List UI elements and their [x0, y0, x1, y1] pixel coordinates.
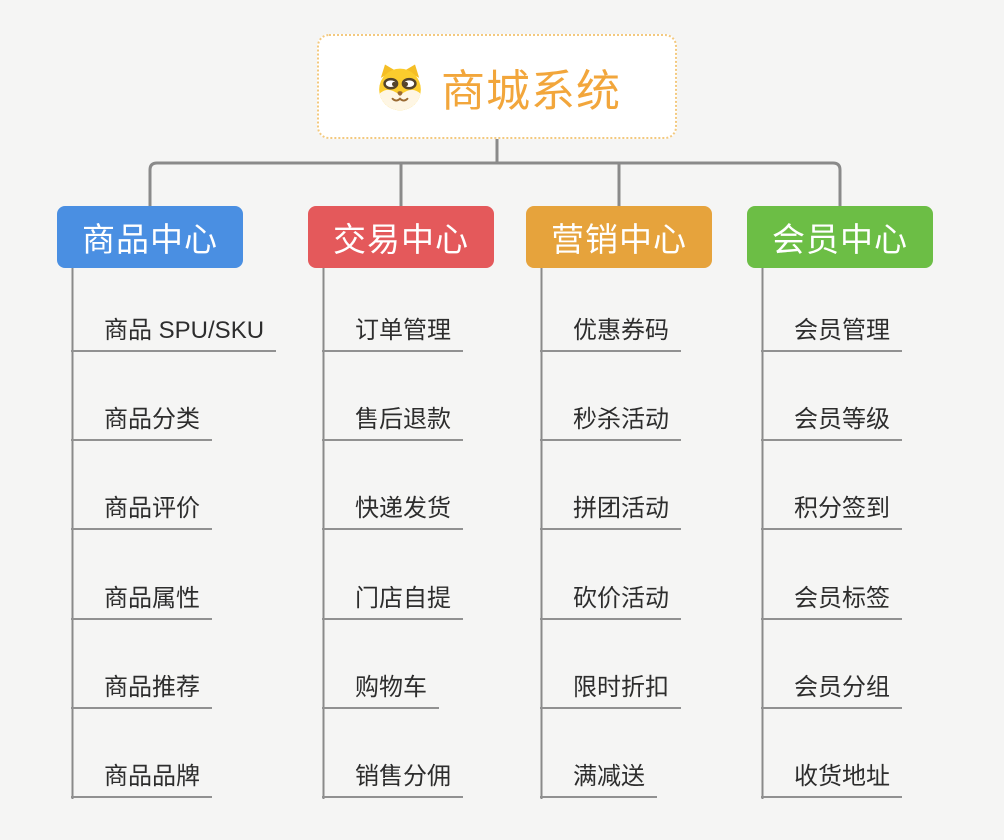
- root-node-title: 商城系统: [441, 66, 621, 116]
- child-node[interactable]: 优惠券码: [540, 317, 681, 352]
- child-node[interactable]: 销售分佣: [322, 763, 463, 798]
- child-node[interactable]: 商品分类: [71, 406, 212, 441]
- branch-node-label: 交易中心: [333, 221, 469, 258]
- child-node[interactable]: 商品品牌: [71, 763, 212, 798]
- child-node[interactable]: 拼团活动: [540, 495, 681, 530]
- child-node[interactable]: 快递发货: [322, 495, 463, 530]
- child-node[interactable]: 商品评价: [71, 495, 212, 530]
- child-node[interactable]: 会员分组: [761, 674, 902, 709]
- child-node[interactable]: 售后退款: [322, 406, 463, 441]
- child-node[interactable]: 积分签到: [761, 495, 902, 530]
- child-node[interactable]: 会员等级: [761, 406, 902, 441]
- branch-node-2[interactable]: 交易中心: [308, 206, 494, 268]
- branch-node-label: 营销中心: [551, 221, 687, 258]
- child-node[interactable]: 秒杀活动: [540, 406, 681, 441]
- child-node[interactable]: 购物车: [322, 674, 439, 709]
- root-node[interactable]: 商城系统: [317, 34, 677, 139]
- branch-node-3[interactable]: 营销中心: [526, 206, 712, 268]
- branch-node-4[interactable]: 会员中心: [747, 206, 933, 268]
- branch-node-label: 商品中心: [82, 221, 218, 258]
- branch-node-label: 会员中心: [772, 221, 908, 258]
- child-node[interactable]: 商品 SPU/SKU: [71, 317, 277, 352]
- child-node[interactable]: 砍价活动: [540, 585, 681, 620]
- child-node[interactable]: 会员标签: [761, 585, 902, 620]
- child-node[interactable]: 限时折扣: [540, 674, 681, 709]
- child-node[interactable]: 会员管理: [761, 317, 902, 352]
- child-node[interactable]: 商品属性: [71, 585, 212, 620]
- shiba-dog-icon: [379, 64, 421, 110]
- child-node[interactable]: 订单管理: [322, 317, 463, 352]
- child-node[interactable]: 收货地址: [761, 763, 902, 798]
- child-node[interactable]: 门店自提: [322, 585, 463, 620]
- branch-node-1[interactable]: 商品中心: [57, 206, 243, 268]
- child-node[interactable]: 商品推荐: [71, 674, 212, 709]
- child-node[interactable]: 满减送: [540, 763, 657, 798]
